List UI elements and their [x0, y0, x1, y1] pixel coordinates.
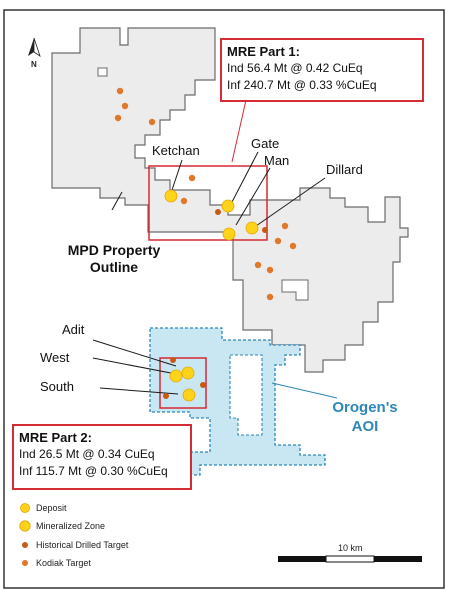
legend-markers	[19, 503, 31, 566]
label-mpd-line2: Outline	[89, 259, 139, 275]
west-leader	[92, 357, 177, 375]
leader-lines	[92, 99, 338, 399]
deposit-gate	[221, 199, 235, 213]
gate-leader	[231, 151, 259, 203]
kodiak-target	[281, 222, 289, 230]
legend-deposit-icon	[20, 503, 30, 513]
deposit-adit	[181, 366, 195, 380]
label-aoi-line2: AOI	[351, 418, 379, 435]
legend-kodiak-icon	[22, 560, 28, 566]
deposit-south	[182, 388, 196, 402]
kodiak-target	[188, 174, 196, 182]
legend-kodiak-label: Kodiak Target	[36, 558, 91, 568]
mre-part1-box: MRE Part 1: Ind 56.4 Mt @ 0.42 CuEq Inf …	[220, 38, 424, 102]
label-man: Man	[264, 153, 290, 168]
label-mpd-outline: MPD Property Outline	[58, 242, 170, 276]
kodiak-target	[254, 261, 262, 269]
deposit-west	[169, 369, 183, 383]
label-gate: Gate	[251, 136, 280, 151]
kodiak-target	[289, 242, 297, 250]
legend-mineralized-icon	[19, 520, 31, 532]
scale-label: 10 km	[338, 543, 363, 553]
label-south: South	[40, 379, 74, 394]
map-legend: Deposit Mineralized Zone Historical Dril…	[14, 498, 202, 578]
deposits	[164, 189, 259, 402]
south-leader	[99, 387, 179, 395]
historical-target	[215, 209, 221, 215]
historical-target	[200, 382, 206, 388]
deposit-man	[222, 227, 236, 241]
mpd-property-outline	[51, 27, 409, 373]
kodiak-target	[114, 114, 122, 122]
adit-leader	[92, 339, 177, 367]
mre-part1-line2: Inf 240.7 Mt @ 0.33 %CuEq	[227, 78, 377, 92]
label-dillard: Dillard	[326, 162, 363, 177]
kodiak-target	[266, 266, 274, 274]
legend-deposit-label: Deposit	[36, 503, 67, 513]
ketchan-leader	[171, 159, 183, 191]
mre-part2-title: MRE Part 2:	[19, 430, 92, 445]
label-mpd-line1: MPD Property	[67, 242, 161, 258]
historical-target	[170, 357, 176, 363]
kodiak-target	[148, 118, 156, 126]
mpd-leader	[111, 191, 123, 211]
north-label: N	[31, 60, 37, 69]
deposit-dillard	[245, 221, 259, 235]
historical-targets	[163, 209, 268, 399]
mre-part1-title: MRE Part 1:	[227, 44, 300, 59]
mre-part1-line1: Ind 56.4 Mt @ 0.42 CuEq	[227, 61, 363, 75]
man-leader	[235, 167, 271, 226]
historical-target	[163, 393, 169, 399]
legend-mineralized-label: Mineralized Zone	[36, 521, 106, 531]
property-hole	[97, 67, 108, 77]
north-arrow-icon	[28, 37, 41, 57]
label-orogen-aoi: Orogen's AOI	[320, 398, 410, 436]
kodiak-targets	[114, 87, 297, 301]
kodiak-target	[266, 293, 274, 301]
label-west: West	[40, 350, 70, 365]
mre1-leader	[231, 99, 247, 163]
label-adit: Adit	[62, 322, 85, 337]
kodiak-target	[121, 102, 129, 110]
label-aoi-line1: Orogen's	[332, 399, 398, 416]
aoi-hole	[229, 354, 263, 436]
dillard-leader	[255, 177, 326, 227]
legend-historical-label: Historical Drilled Target	[36, 540, 129, 550]
kodiak-target	[180, 197, 188, 205]
property-hole	[281, 279, 309, 301]
mre-part2-box: MRE Part 2: Ind 26.5 Mt @ 0.34 CuEq Inf …	[12, 424, 192, 490]
label-ketchan: Ketchan	[152, 143, 200, 158]
legend-historical-icon	[22, 542, 28, 548]
mre-part2-line1: Ind 26.5 Mt @ 0.34 CuEq	[19, 447, 155, 461]
scale-bar	[278, 555, 422, 563]
mre-part2-area	[159, 357, 207, 409]
aoi-leader	[271, 382, 338, 399]
deposit-ketchan	[164, 189, 178, 203]
kodiak-target	[116, 87, 124, 95]
mre-part2-line2: Inf 115.7 Mt @ 0.30 %CuEq	[19, 464, 168, 478]
kodiak-target	[274, 237, 282, 245]
historical-target	[262, 227, 268, 233]
mre-part1-area	[148, 165, 268, 241]
